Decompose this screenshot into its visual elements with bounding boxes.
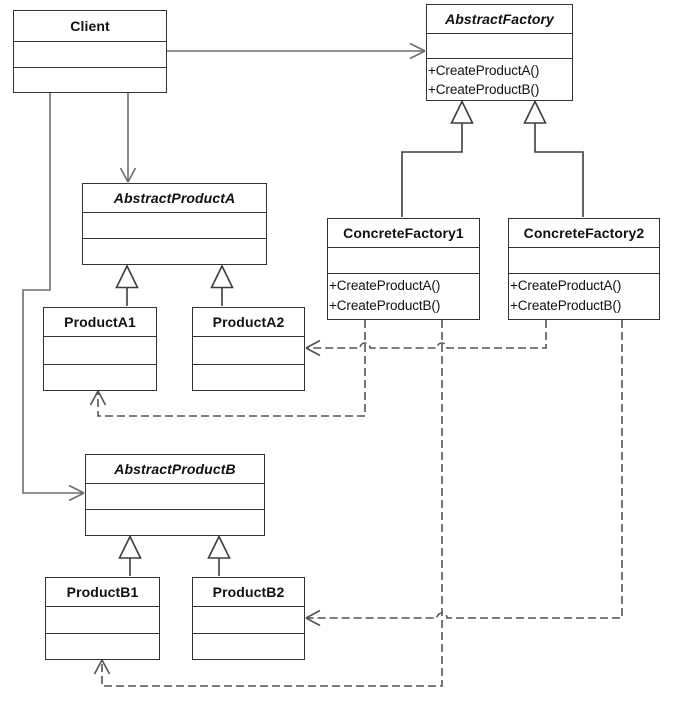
- producta1-to-abstractproducta-generalization: [115, 264, 139, 306]
- open-arrowhead-icon: [89, 390, 107, 406]
- open-arrowhead-icon: [93, 659, 111, 675]
- client-to-abstractfactory-association: [167, 42, 426, 60]
- method-create-product-b: +CreateProductB(): [428, 82, 540, 97]
- producta2-to-abstractproducta-generalization: [210, 264, 234, 306]
- class-name: ProductA1: [64, 314, 136, 330]
- attributes-compartment: [46, 606, 159, 633]
- class-name: ProductA2: [212, 314, 285, 330]
- method-create-product-b: +CreateProductB(): [329, 298, 441, 313]
- class-box-product-a2: ProductA2: [192, 307, 305, 391]
- class-box-abstract-product-b: AbstractProductB: [85, 454, 265, 536]
- hollow-triangle-icon: [210, 264, 234, 289]
- operations-compartment: [44, 364, 156, 390]
- attributes-compartment: [328, 247, 479, 273]
- method-create-product-a: +CreateProductA(): [329, 278, 441, 293]
- operations-compartment: [193, 364, 304, 390]
- operations-compartment: [86, 509, 264, 535]
- open-arrowhead-icon: [68, 484, 85, 502]
- class-box-product-b1: ProductB1: [45, 577, 160, 660]
- concretefactory1-to-abstractfactory-generalization: [401, 99, 474, 217]
- class-box-abstract-factory: AbstractFactory +CreateProductA() +Creat…: [426, 4, 573, 101]
- concretefactory2-to-producta2-dependency: [305, 320, 547, 357]
- attributes-compartment: [44, 336, 156, 364]
- hollow-triangle-icon: [115, 264, 139, 289]
- attributes-compartment: [86, 483, 264, 509]
- attributes-compartment: [14, 41, 166, 67]
- class-name: AbstractProductA: [113, 190, 236, 206]
- class-name: AbstractFactory: [445, 11, 554, 27]
- operations-compartment: [14, 67, 166, 92]
- client-to-abstractproductb-association: [22, 93, 85, 502]
- client-to-abstractproducta-association: [119, 93, 137, 183]
- attributes-compartment: [83, 212, 266, 238]
- attributes-compartment: [193, 336, 304, 364]
- operations-compartment: +CreateProductA() +CreateProductB(): [328, 273, 479, 319]
- class-name: ProductB2: [212, 584, 285, 600]
- operations-compartment: [83, 238, 266, 264]
- operations-compartment: +CreateProductA() +CreateProductB(): [427, 58, 572, 100]
- attributes-compartment: [509, 247, 659, 273]
- class-box-concrete-factory2: ConcreteFactory2 +CreateProductA() +Crea…: [508, 218, 660, 320]
- operations-compartment: [193, 633, 304, 659]
- productb1-to-abstractproductb-generalization: [118, 534, 142, 576]
- open-arrowhead-icon: [119, 167, 137, 183]
- class-box-abstract-product-a: AbstractProductA: [82, 183, 267, 265]
- method-create-product-b: +CreateProductB(): [510, 298, 622, 313]
- hollow-triangle-icon: [523, 99, 547, 124]
- productb2-to-abstractproductb-generalization: [207, 534, 231, 576]
- concretefactory2-to-abstractfactory-generalization: [523, 99, 584, 217]
- class-box-client: Client: [13, 10, 167, 93]
- hollow-triangle-icon: [450, 99, 474, 124]
- concretefactory2-to-productb2-dependency: [305, 320, 623, 627]
- class-box-concrete-factory1: ConcreteFactory1 +CreateProductA() +Crea…: [327, 218, 480, 320]
- concretefactory1-to-productb1-dependency: [93, 320, 443, 687]
- method-create-product-a: +CreateProductA(): [510, 278, 622, 293]
- class-box-product-b2: ProductB2: [192, 577, 305, 660]
- method-create-product-a: +CreateProductA(): [428, 63, 540, 78]
- class-name: ConcreteFactory1: [343, 225, 464, 241]
- class-name: AbstractProductB: [114, 461, 236, 477]
- hollow-triangle-icon: [118, 534, 142, 559]
- concretefactory1-to-producta1-dependency: [89, 320, 366, 417]
- open-arrowhead-icon: [409, 42, 426, 60]
- class-name: Client: [70, 18, 110, 34]
- hollow-triangle-icon: [207, 534, 231, 559]
- open-arrowhead-icon: [305, 339, 321, 357]
- operations-compartment: [46, 633, 159, 659]
- class-name: ProductB1: [66, 584, 139, 600]
- attributes-compartment: [193, 606, 304, 633]
- class-name: ConcreteFactory2: [523, 225, 645, 241]
- class-box-product-a1: ProductA1: [43, 307, 157, 391]
- attributes-compartment: [427, 33, 572, 58]
- open-arrowhead-icon: [305, 609, 321, 627]
- operations-compartment: +CreateProductA() +CreateProductB(): [509, 273, 659, 319]
